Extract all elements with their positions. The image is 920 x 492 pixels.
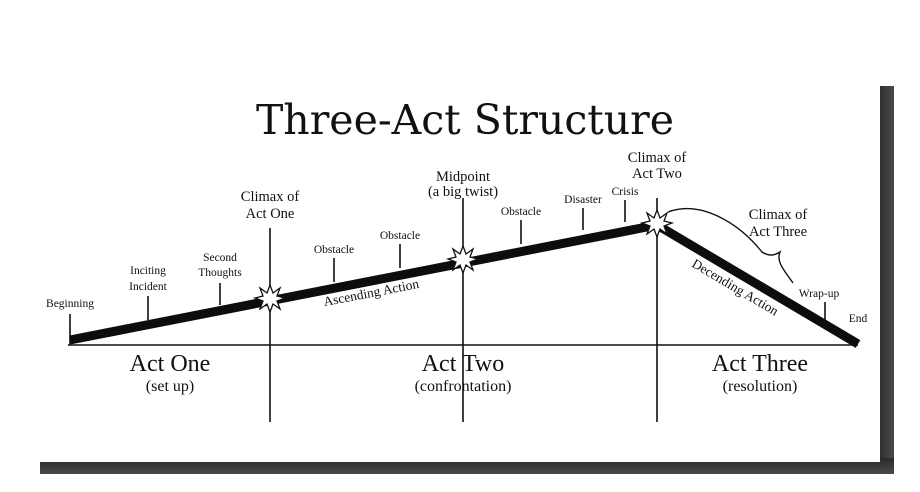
descending-action-line bbox=[654, 221, 861, 348]
label-climax-two-line2: Act Two bbox=[632, 166, 682, 182]
act-three-sub: (resolution) bbox=[723, 378, 798, 395]
ascending-action-line bbox=[69, 220, 658, 345]
card-shadow-right bbox=[876, 86, 894, 474]
label-wrap-up: Wrap-up bbox=[799, 288, 840, 300]
label-midpoint-line1: Midpoint bbox=[436, 169, 490, 185]
label-climax-two-line1: Climax of bbox=[628, 150, 687, 166]
label-climax-three-line2: Act Three bbox=[749, 224, 807, 240]
climax-act-one-starburst-icon bbox=[252, 283, 288, 314]
label-crisis: Crisis bbox=[612, 186, 639, 198]
midpoint-starburst-icon bbox=[445, 244, 481, 275]
climax-act-three-brace bbox=[667, 207, 794, 284]
label-end: End bbox=[849, 313, 868, 325]
label-climax-one-line1: Climax of bbox=[241, 189, 300, 205]
act-two-name: Act Two bbox=[422, 351, 505, 377]
card-shadow-bottom bbox=[40, 458, 894, 474]
diagram-title: Three-Act Structure bbox=[256, 96, 674, 144]
label-obstacle-1: Obstacle bbox=[314, 244, 354, 256]
act-three-name: Act Three bbox=[712, 351, 808, 377]
label-climax-three-line1: Climax of bbox=[749, 207, 808, 223]
label-climax-one-line2: Act One bbox=[246, 206, 295, 222]
label-inciting-line2: Incident bbox=[129, 281, 167, 293]
label-obstacle-3: Obstacle bbox=[501, 206, 541, 218]
label-obstacle-2: Obstacle bbox=[380, 230, 420, 242]
label-second-line2: Thoughts bbox=[198, 267, 242, 279]
label-beginning: Beginning bbox=[46, 298, 94, 310]
act-one-sub: (set up) bbox=[146, 378, 194, 395]
label-midpoint-line2: (a big twist) bbox=[428, 184, 498, 200]
label-second-line1: Second bbox=[203, 252, 237, 264]
act-one-name: Act One bbox=[130, 351, 211, 377]
label-disaster: Disaster bbox=[564, 194, 602, 206]
climax-act-two-starburst-icon bbox=[639, 208, 675, 239]
label-inciting-line1: Inciting bbox=[130, 265, 166, 277]
act-two-sub: (confrontation) bbox=[415, 378, 512, 395]
